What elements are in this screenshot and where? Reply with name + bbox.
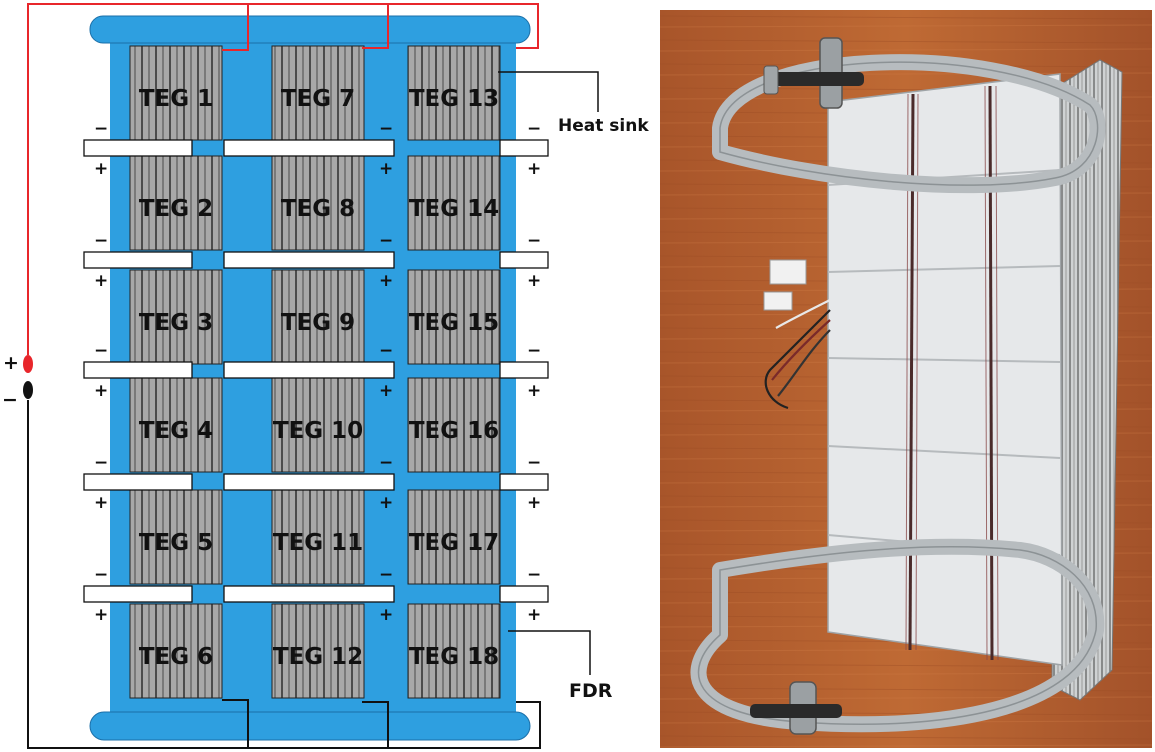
minus-sign: − [527, 565, 541, 585]
minus-sign: − [527, 341, 541, 361]
teg-label: TEG 11 [273, 530, 363, 556]
teg-module: TEG 8 [271, 155, 365, 251]
positive-wiring [27, 3, 539, 355]
minus-sign: − [379, 231, 393, 251]
bus-strip [223, 251, 395, 269]
bus-strip [83, 585, 193, 603]
bus-strip [223, 361, 395, 379]
bus-strip [499, 473, 549, 491]
fdr-label: FDR [569, 680, 613, 702]
teg-module: TEG 1 [129, 45, 223, 141]
minus-sign: − [94, 565, 108, 585]
minus-sign: − [94, 453, 108, 473]
teg-module: TEG 5 [129, 489, 223, 585]
plus-sign: + [94, 271, 108, 291]
minus-sign: − [527, 231, 541, 251]
teg-label: TEG 10 [273, 418, 363, 444]
teg-module: TEG 14 [407, 155, 501, 251]
minus-sign: − [379, 119, 393, 139]
teg-label: TEG 6 [139, 644, 213, 670]
teg-module: TEG 17 [407, 489, 501, 585]
plus-sign: + [94, 605, 108, 625]
plus-sign: + [527, 493, 541, 513]
teg-label: TEG 1 [139, 86, 213, 112]
device-photo [660, 10, 1152, 748]
minus-sign: − [379, 453, 393, 473]
minus-sign: − [94, 119, 108, 139]
photo-module-plate [827, 73, 1063, 666]
teg-label: TEG 3 [139, 310, 213, 336]
fdr-top-header [89, 15, 531, 44]
teg-module: TEG 4 [129, 377, 223, 473]
photo-wire-bundle [763, 259, 831, 410]
teg-label: TEG 8 [281, 196, 355, 222]
teg-label: TEG 15 [409, 310, 499, 336]
teg-module: TEG 9 [271, 269, 365, 365]
bus-strip [83, 473, 193, 491]
bus-strip [83, 251, 193, 269]
fdr-leader [508, 630, 591, 675]
minus-sign: − [527, 119, 541, 139]
teg-module: TEG 11 [271, 489, 365, 585]
bus-strip [499, 139, 549, 157]
teg-module: TEG 18 [407, 603, 501, 699]
teg-module: TEG 10 [271, 377, 365, 473]
teg-module: TEG 15 [407, 269, 501, 365]
bus-strip [83, 139, 193, 157]
plus-sign: + [379, 159, 393, 179]
minus-sign: − [94, 231, 108, 251]
teg-label: TEG 12 [273, 644, 363, 670]
terminal-plus-label: + [3, 352, 19, 374]
plus-sign: + [379, 605, 393, 625]
plus-sign: + [527, 605, 541, 625]
teg-label: TEG 13 [409, 86, 499, 112]
plus-sign: + [94, 381, 108, 401]
teg-module: TEG 2 [129, 155, 223, 251]
teg-module: TEG 3 [129, 269, 223, 365]
teg-module: TEG 12 [271, 603, 365, 699]
terminal-minus-label: − [2, 389, 18, 411]
bus-strip [223, 139, 395, 157]
plus-sign: + [379, 271, 393, 291]
negative-terminal [23, 381, 33, 399]
teg-label: TEG 9 [281, 310, 355, 336]
plus-sign: + [379, 381, 393, 401]
minus-sign: − [94, 341, 108, 361]
teg-label: TEG 18 [409, 644, 499, 670]
teg-label: TEG 4 [139, 418, 213, 444]
minus-sign: − [379, 565, 393, 585]
plus-sign: + [527, 381, 541, 401]
heat-sink-leader [498, 71, 599, 112]
minus-sign: − [527, 453, 541, 473]
teg-module: TEG 13 [407, 45, 501, 141]
plus-sign: + [527, 159, 541, 179]
photo-top-bolt [763, 37, 864, 109]
bus-strip [83, 361, 193, 379]
bus-strip [499, 361, 549, 379]
teg-label: TEG 5 [139, 530, 213, 556]
plus-sign: + [379, 493, 393, 513]
bus-strip [499, 251, 549, 269]
plus-sign: + [94, 493, 108, 513]
teg-label: TEG 17 [409, 530, 499, 556]
fdr-bottom-header [89, 711, 531, 741]
bus-strip [223, 473, 395, 491]
plus-sign: + [94, 159, 108, 179]
teg-module: TEG 7 [271, 45, 365, 141]
teg-label: TEG 2 [139, 196, 213, 222]
photo-bottom-bolt [750, 681, 842, 735]
teg-label: TEG 16 [409, 418, 499, 444]
plus-sign: + [527, 271, 541, 291]
teg-wiring-diagram: TEG 1 TEG 2 TEG 3 TEG 4 TEG 5 TEG 6 TEG 7 TEG 8… [2, 3, 649, 749]
bus-strip [223, 585, 395, 603]
minus-sign: − [379, 341, 393, 361]
teg-label: TEG 14 [409, 196, 499, 222]
negative-wiring [27, 400, 541, 749]
teg-module: TEG 16 [407, 377, 501, 473]
teg-module: TEG 6 [129, 603, 223, 699]
bus-strip [499, 585, 549, 603]
heat-sink-label: Heat sink [558, 116, 649, 136]
teg-label: TEG 7 [281, 86, 355, 112]
positive-terminal [23, 355, 33, 373]
